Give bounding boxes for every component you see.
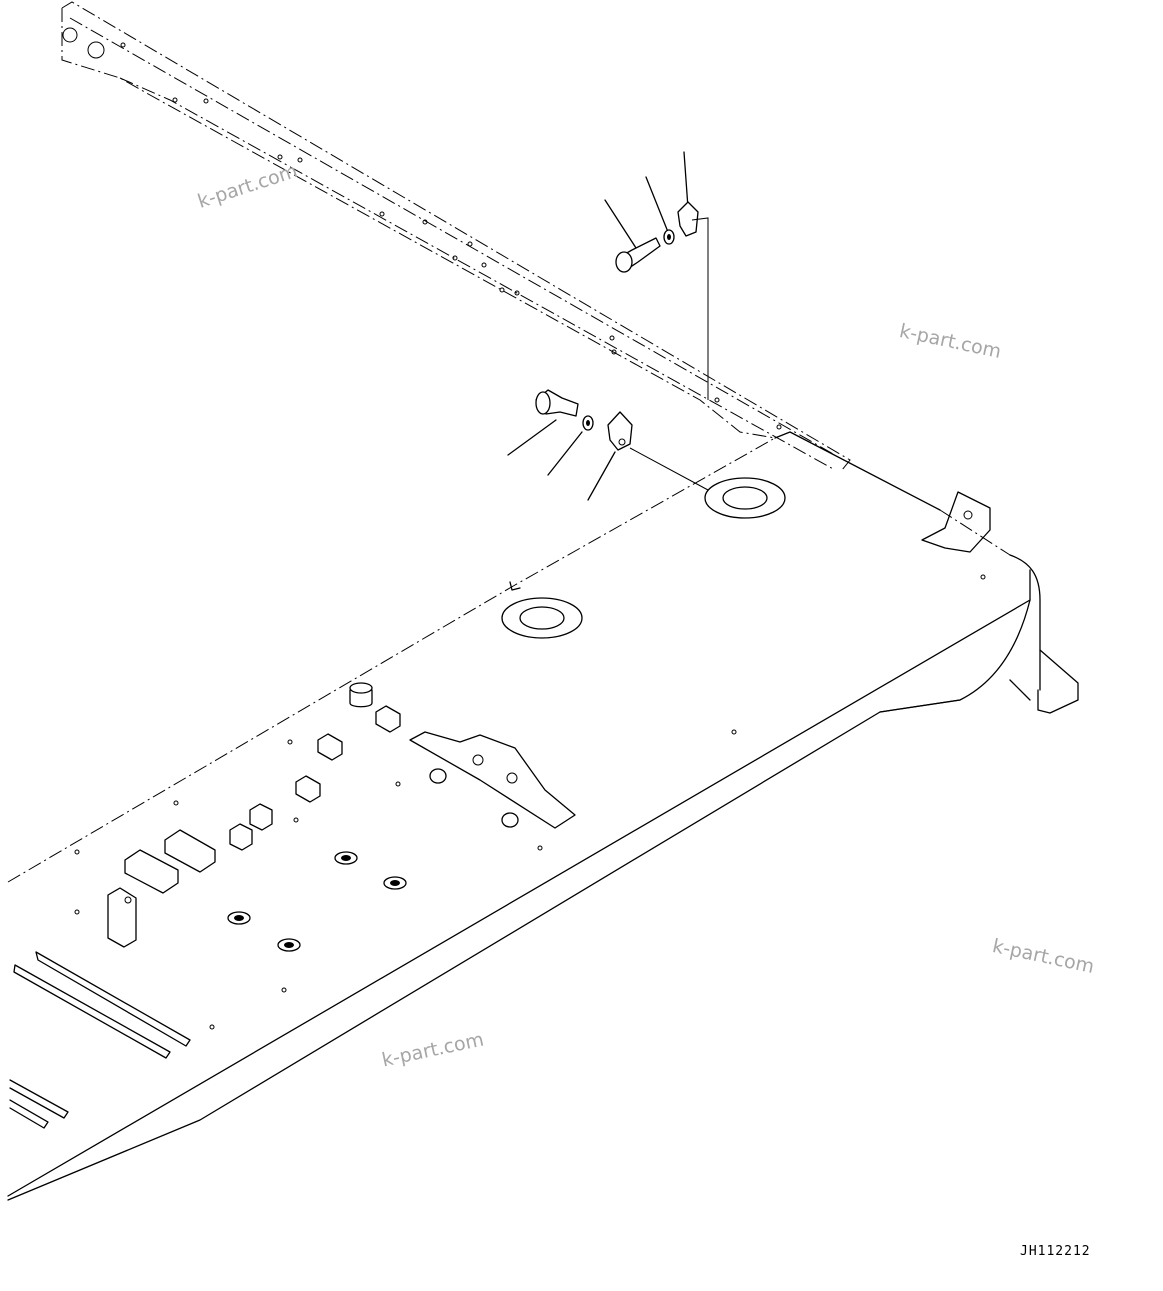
upper-hardware-group xyxy=(604,151,709,400)
deck-plate xyxy=(7,431,1079,1201)
side-rail xyxy=(61,1,851,471)
deck-fittings xyxy=(9,682,576,1129)
lower-hardware-group xyxy=(507,389,709,501)
drawing-number: JH112212 xyxy=(1020,1244,1091,1259)
